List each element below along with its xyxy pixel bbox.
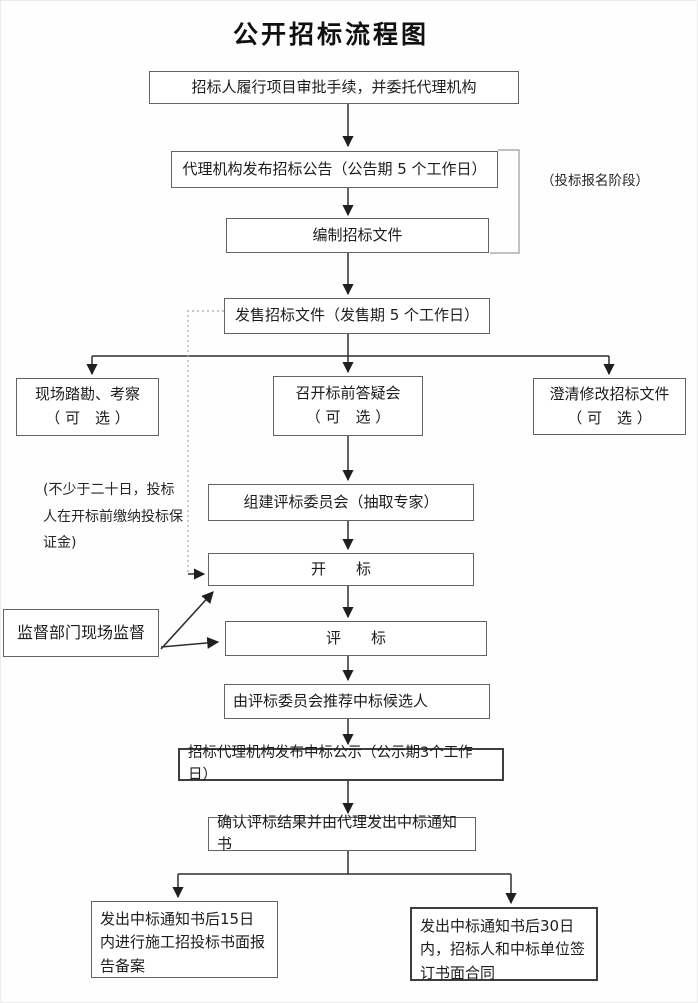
- node-open-bid: 开 标: [208, 553, 474, 586]
- node-report-record: 发出中标通知书后15日内进行施工招投标书面报告备案: [91, 901, 278, 978]
- node-qa-meeting-label: 召开标前答疑会: [295, 384, 401, 403]
- deposit-note: (不少于二十日，投标人在开标前缴纳投标保证金): [43, 482, 183, 552]
- node-approval: 招标人履行项目审批手续，并委托代理机构: [149, 71, 519, 104]
- node-evaluate: 评 标: [225, 621, 487, 656]
- node-clarify-docs-optional: （ 可 选 ）: [567, 408, 652, 427]
- supervision-arrows: [160, 591, 220, 650]
- node-sell-docs: 发售招标文件（发售期 5 个工作日）: [224, 298, 490, 334]
- node-clarify-docs-label: 澄清修改招标文件: [549, 384, 670, 403]
- node-site-visit-label: 现场踏勘、考察: [34, 385, 140, 404]
- node-confirm-result: 确认评标结果并由代理发出中标通知书: [208, 813, 476, 853]
- node-supervision: 监督部门现场监督: [3, 609, 159, 657]
- node-clarify-docs: 澄清修改招标文件 （ 可 选 ）: [533, 378, 686, 435]
- registration-phase-note: （投标报名阶段）: [541, 173, 649, 189]
- registration-phase-bracket: [490, 149, 520, 254]
- main-flow-arrows: [86, 104, 615, 905]
- node-site-visit-optional: （ 可 选 ）: [45, 409, 130, 427]
- node-site-visit: 现场踏勘、考察 （ 可 选 ）: [16, 378, 159, 436]
- page-title: 公开招标流程图: [232, 20, 429, 49]
- node-sign-contract: 发出中标通知书后30日内，招标人和中标单位签订书面合同: [410, 907, 598, 982]
- bypass-dotted-line: [187, 310, 224, 574]
- node-qa-meeting: 召开标前答疑会 （ 可 选 ）: [273, 376, 423, 436]
- node-publicity: 招标代理机构发布中标公示（公示期3个工作日）: [178, 745, 504, 783]
- node-announce: 代理机构发布招标公告（公告期 5 个工作日）: [171, 151, 498, 188]
- node-recommend: 由评标委员会推荐中标候选人: [224, 684, 490, 719]
- node-committee: 组建评标委员会（抽取专家）: [208, 484, 474, 521]
- node-qa-meeting-optional: （ 可 选 ）: [305, 408, 391, 426]
- node-prepare-docs: 编制招标文件: [226, 218, 489, 253]
